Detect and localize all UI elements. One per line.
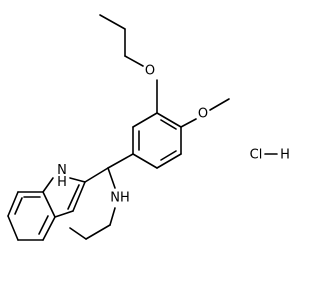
atom-cl-salt: Cl [250,148,263,163]
bond-ph-d2 [160,150,177,161]
bond-ph-3 [156,153,182,169]
bond-ph-4 [132,153,158,169]
bond-c4a-c4b [54,210,74,218]
bond-ph-6 [132,112,158,128]
bond-c1-n2 [107,167,116,189]
bond-bz-5 [7,191,19,217]
atom-nh-ring: NH [110,191,130,206]
bond-bz-2 [42,216,56,241]
bond-bz-d2 [14,197,23,215]
bond-c4-c4a [69,227,87,240]
bond-c9a-n9 [69,177,86,183]
bond-c9a-c4a [72,181,86,212]
bond-methoxy-2 [209,98,230,111]
atom-o-propoxy: O [145,64,155,79]
bond-bz-1 [42,191,56,218]
bond-bz-4 [7,215,19,241]
bond-propyl-1 [99,14,126,30]
bond-c9a-c4a-d [67,184,80,210]
bond-propyl-3 [124,55,144,67]
bond-ph-c1 [107,153,134,169]
bond-bz-d1 [38,215,49,235]
atom-o-methoxy: O [198,107,208,122]
bond-c3-c4 [85,224,111,240]
bond-methoxy-1 [180,118,197,128]
bond-ph-1 [156,112,182,128]
bond-n2-c3 [109,207,116,226]
bond-n9-c8a [42,177,54,193]
bond-ph-d1 [160,119,177,130]
atom-h-salt: H [280,148,290,163]
bond-c1-c9a [84,167,109,183]
